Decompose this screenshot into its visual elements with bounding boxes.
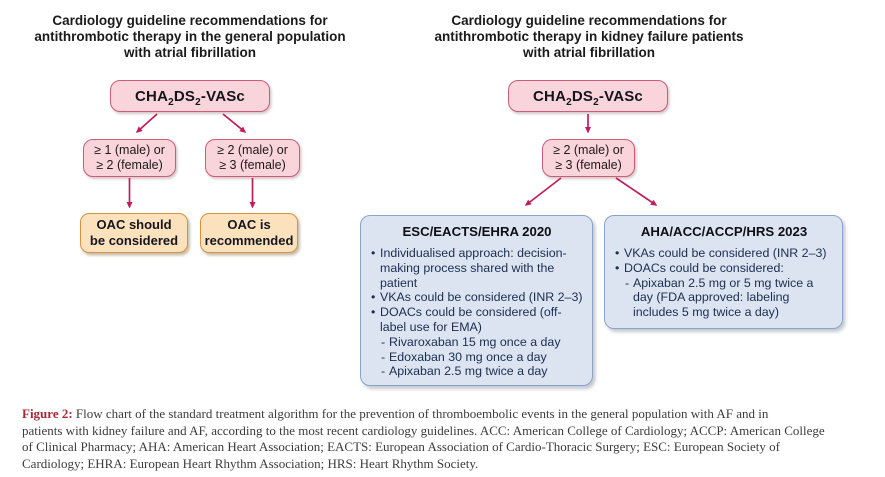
- list-marker: -: [381, 334, 386, 349]
- figure-caption: Figure 2: Flow chart of the standard tre…: [22, 406, 874, 472]
- esc-eacts-ehra-2020-box: ESC/EACTS/EHRA 2020 • Individualised appr…: [360, 215, 593, 386]
- list-marker: •: [371, 290, 376, 305]
- right-branch-box: ≥ 2 (male) or ≥ 3 (female): [542, 139, 635, 177]
- title-line: Cardiology guideline recommendations for: [52, 13, 328, 28]
- oac-considered-box: OAC should be considered: [80, 213, 188, 253]
- caption-line: Cardiology; EHRA: European Heart Rhythm …: [22, 455, 479, 471]
- list-text: VKAs could be considered (INR 2–3): [624, 246, 827, 260]
- score-label-part: DS: [173, 87, 196, 105]
- caption-line: Figure 2: Flow chart of the standard tre…: [22, 406, 874, 423]
- list-marker: •: [615, 260, 620, 275]
- score-subscript: 2: [195, 97, 201, 108]
- branch-line: ≥ 1 (male) or: [94, 142, 165, 157]
- title-line: with atrial fibrillation: [522, 45, 655, 60]
- list-item: -Rivaroxaban 15 mg once a day: [381, 335, 583, 350]
- list-text: DOACs could be considered:: [624, 260, 784, 275]
- left-branch-low-box: ≥ 1 (male) or ≥ 2 (female): [83, 139, 176, 177]
- score-label-part: -VASc: [200, 87, 245, 105]
- left-chart-title: Cardiology guideline recommendations for…: [28, 13, 352, 61]
- list-text: Rivaroxaban 15 mg once a day: [389, 334, 561, 349]
- caption-line: of Clinical Pharmacy; AHA: American Hear…: [22, 439, 780, 455]
- title-line: Cardiology guideline recommendations for: [451, 13, 727, 28]
- list-text: Edoxaban 30 mg once a day: [389, 349, 547, 364]
- list-text: Individualised approach: decision-making…: [380, 246, 567, 290]
- outcome-line: OAC should: [96, 217, 172, 232]
- branch-line: ≥ 2 (male) or: [553, 142, 624, 157]
- right-chart-title: Cardiology guideline recommendations for…: [428, 13, 750, 61]
- list-item: • DOACs could be considered (off-label us…: [371, 305, 583, 335]
- oac-recommended-box: OAC is recommended: [200, 213, 298, 253]
- list-marker: -: [625, 275, 630, 290]
- list-item: • DOACs could be considered:: [615, 261, 833, 276]
- branch-line: ≥ 2 (female): [96, 158, 163, 172]
- left-branch-high-box: ≥ 2 (male) or ≥ 3 (female): [205, 139, 300, 177]
- flow-arrow: [222, 113, 247, 133]
- list-marker: -: [381, 364, 386, 379]
- list-text: DOACs could be considered (off-label use…: [380, 305, 562, 334]
- title-line: antithrombotic therapy in kidney failure…: [434, 29, 744, 44]
- list-text: Apixaban 2.5 mg twice a day: [389, 364, 548, 379]
- guideline-box-header: AHA/ACC/ACCP/HRS 2023: [640, 224, 808, 239]
- list-item: • VKAs could be considered (INR 2–3): [615, 246, 833, 261]
- flow-arrow: [524, 177, 562, 206]
- branch-line: ≥ 2 (male) or: [217, 142, 288, 157]
- guideline-box-header: ESC/EACTS/EHRA 2020: [402, 224, 552, 239]
- list-marker: -: [381, 349, 386, 364]
- flow-arrow: [615, 177, 658, 206]
- outcome-line: OAC is: [227, 217, 271, 232]
- outcome-line: be considered: [89, 233, 179, 248]
- list-item: • VKAs could be considered (INR 2–3): [371, 290, 583, 305]
- list-item: -Apixaban 2.5 mg twice a day: [381, 364, 583, 379]
- guideline-item-list: • Individualised approach: decision-makin…: [371, 246, 583, 379]
- title-line: with atrial fibrillation: [123, 45, 256, 60]
- caption-line: patients with kidney failure and AF, acc…: [22, 422, 825, 438]
- list-marker: •: [615, 246, 620, 260]
- list-text: Apixaban 2.5 mg or 5 mg twice a day (FDA…: [633, 275, 814, 320]
- score-subscript: 2: [168, 97, 174, 108]
- score-label-part: CHA: [533, 87, 567, 105]
- list-marker: •: [371, 246, 376, 260]
- caption-text: Flow chart of the standard treatment alg…: [72, 406, 769, 421]
- figure-label: Figure 2:: [22, 406, 73, 421]
- list-item: • Individualised approach: decision-makin…: [371, 246, 583, 290]
- score-label-part: CHA: [135, 87, 169, 105]
- outcome-line: recommended: [204, 233, 294, 248]
- branch-line: ≥ 3 (female): [219, 158, 286, 172]
- aha-acc-accp-hrs-2023-box: AHA/ACC/ACCP/HRS 2023 • VKAs could be con…: [604, 215, 843, 329]
- score-subscript: 2: [593, 97, 599, 108]
- score-subscript: 2: [566, 97, 572, 108]
- flow-arrow: [135, 113, 158, 134]
- branch-line: ≥ 3 (female): [555, 158, 622, 172]
- list-item: -Apixaban 2.5 mg or 5 mg twice a day (FD…: [625, 276, 833, 320]
- list-marker: •: [371, 305, 376, 320]
- guideline-item-list: • VKAs could be considered (INR 2–3) • DOAC…: [615, 246, 833, 320]
- title-line: antithrombotic therapy in the general po…: [34, 29, 346, 44]
- list-item: -Edoxaban 30 mg once a day: [381, 350, 583, 365]
- list-text: VKAs could be considered (INR 2–3): [380, 290, 583, 305]
- score-label-part: DS: [571, 87, 594, 105]
- score-label-part: -VASc: [598, 87, 643, 105]
